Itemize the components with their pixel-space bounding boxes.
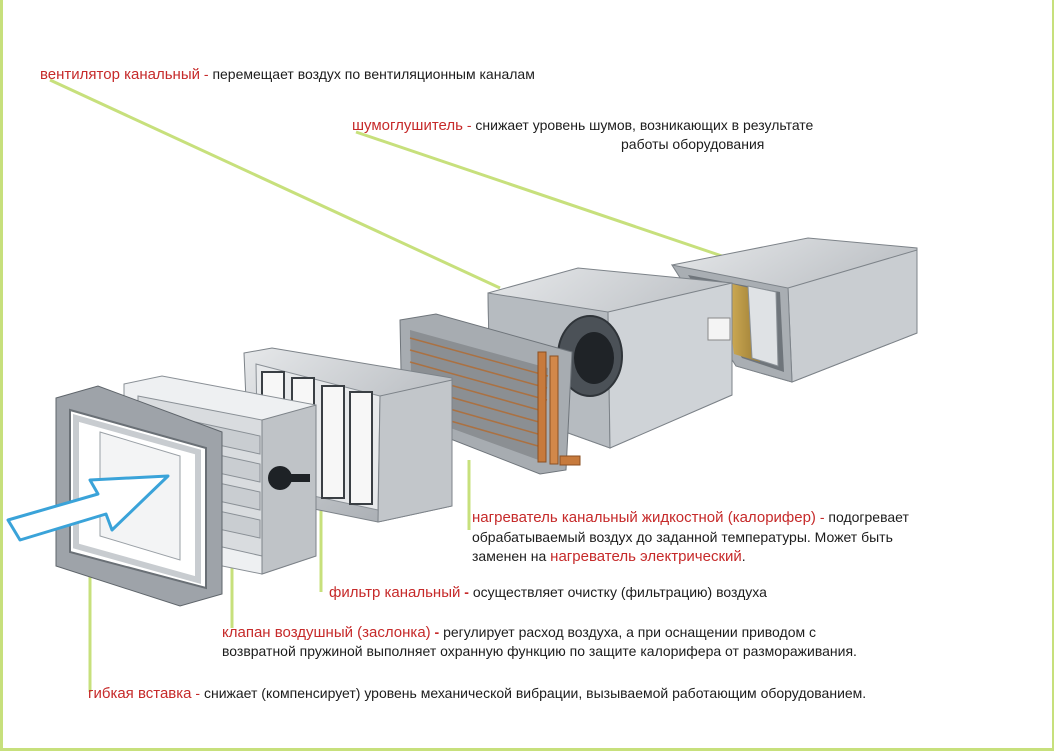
desc-flex: снижает (компенсирует) уровень механичес…	[203, 685, 867, 701]
label-damper: клапан воздушный (заслонка) - регулирует…	[222, 624, 816, 641]
desc-damper-1: регулирует расход воздуха, а при оснащен…	[443, 624, 816, 640]
sep-silencer: -	[462, 117, 476, 133]
sep-fan: -	[199, 66, 213, 82]
label-damper-line2: возвратной пружиной выполняет охранную ф…	[222, 643, 857, 660]
label-heater-line3: заменен на нагреватель электрический.	[472, 548, 746, 565]
desc-heater-2: обрабатываемый воздух до заданной темпер…	[472, 529, 893, 545]
term-flex: гибкая вставка	[88, 685, 192, 702]
leader-lines	[49, 78, 723, 692]
label-silencer: шумоглушитель - снижает уровень шумов, в…	[352, 117, 813, 134]
sep-filter: -	[460, 584, 473, 600]
leader-silencer	[355, 130, 723, 258]
desc-filter: осуществляет очистку (фильтрацию) воздух…	[472, 584, 767, 600]
desc-fan: перемещает воздух по вентиляционным кана…	[212, 66, 535, 82]
sep-flex: -	[191, 685, 204, 701]
term-fan: вентилятор канальный	[40, 66, 200, 83]
term-damper: клапан воздушный (заслонка)	[222, 624, 431, 641]
leader-fan	[49, 78, 501, 290]
desc-silencer-2: работы оборудования	[621, 136, 765, 152]
label-fan: вентилятор канальный - перемещает воздух…	[40, 66, 535, 83]
label-filter: фильтр канальный - осуществляет очистку …	[329, 584, 767, 601]
label-heater-line2: обрабатываемый воздух до заданной темпер…	[472, 529, 893, 546]
term-electric-heater: нагреватель электрический	[550, 548, 742, 565]
label-heater: нагреватель канальный жидкостной (калори…	[472, 509, 909, 526]
term-filter: фильтр канальный	[329, 584, 461, 601]
desc-heater-3-suffix: .	[741, 548, 746, 564]
desc-damper-2: возвратной пружиной выполняет охранную ф…	[222, 643, 857, 659]
term-heater: нагреватель канальный жидкостной (калори…	[472, 509, 816, 526]
label-silencer-line2: работы оборудования	[621, 136, 764, 153]
airflow-arrow-icon	[6, 474, 170, 542]
desc-heater-3-prefix: заменен на	[472, 548, 551, 564]
label-flex: гибкая вставка - снижает (компенсирует) …	[88, 685, 866, 702]
sep-damper: -	[430, 624, 444, 640]
desc-heater-1: подогревает	[828, 509, 909, 525]
desc-silencer-1: снижает уровень шумов, возникающих в рез…	[475, 117, 814, 133]
term-silencer: шумоглушитель	[352, 117, 463, 134]
sep-heater: -	[815, 509, 829, 525]
